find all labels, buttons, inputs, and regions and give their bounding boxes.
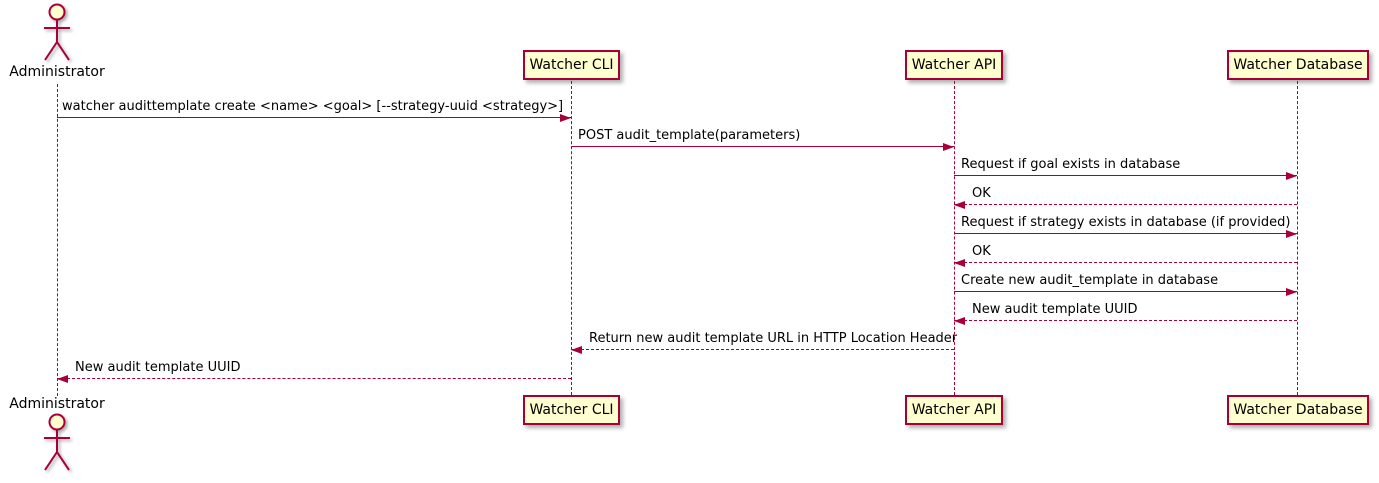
lifeline-watcher-cli [571,81,572,395]
actor-icon [44,3,70,61]
participant-label: Watcher API [911,402,997,418]
message-request-strategy-exists: Request if strategy exists in database (… [954,215,1297,238]
participant-label: Watcher Database [1233,57,1363,73]
participant-watcher-api-top: Watcher API [905,50,1003,80]
message-request-goal-exists: Request if goal exists in database [954,157,1297,180]
message-line [954,262,1297,263]
arrowhead [571,346,582,354]
actor-label: Administrator [9,396,105,412]
lifeline-watcher-database [1297,81,1298,395]
message-line [954,233,1297,234]
message-line [57,117,571,118]
message-label: OK [972,244,991,259]
message-line [954,320,1297,321]
arrowhead [954,201,965,209]
arrowhead [954,259,965,267]
participant-label: Watcher API [911,57,997,73]
message-line [954,175,1297,176]
arrowhead [943,143,954,151]
message-label: Return new audit template URL in HTTP Lo… [589,331,958,346]
participant-watcher-cli-top: Watcher CLI [523,50,620,80]
message-line [571,146,954,147]
message-label: POST audit_template(parameters) [578,128,801,143]
message-label: Request if goal exists in database [961,157,1181,172]
message-new-audit-template-uuid-db: New audit template UUID [954,302,1297,325]
arrowhead [1286,230,1297,238]
message-label: New audit template UUID [972,302,1138,317]
arrowhead [954,317,965,325]
message-line [954,291,1297,292]
participant-watcher-cli-bottom: Watcher CLI [523,395,620,425]
message-line [954,204,1297,205]
message-new-audit-template-uuid-cli: New audit template UUID [57,360,571,383]
message-label: Request if strategy exists in database (… [961,215,1291,230]
message-create-audittemplate: watcher audittemplate create <name> <goa… [57,99,571,122]
participant-watcher-database-bottom: Watcher Database [1227,395,1369,425]
arrowhead [1286,288,1297,296]
arrowhead [1286,172,1297,180]
lifeline-watcher-api [954,81,955,395]
message-line [571,349,954,350]
arrowhead [57,375,68,383]
participant-label: Watcher CLI [529,402,614,418]
arrowhead [560,114,571,122]
message-return-url-location-header: Return new audit template URL in HTTP Lo… [571,331,958,354]
message-label: watcher audittemplate create <name> <goa… [62,99,564,114]
participant-label: Watcher CLI [529,57,614,73]
participant-label: Watcher Database [1233,402,1363,418]
message-post-audit-template: POST audit_template(parameters) [571,128,954,151]
actor-administrator-bottom: Administrator [2,396,112,474]
message-create-audit-template-db: Create new audit_template in database [954,273,1297,296]
participant-watcher-database-top: Watcher Database [1227,50,1369,80]
message-line [57,378,571,379]
message-label: New audit template UUID [75,360,241,375]
participant-watcher-api-bottom: Watcher API [905,395,1003,425]
message-ok-goal: OK [954,186,1297,209]
actor-label: Administrator [9,64,105,80]
actor-administrator-top: Administrator [2,2,112,80]
message-label: Create new audit_template in database [961,273,1219,288]
actor-icon [44,413,70,471]
message-label: OK [972,186,991,201]
message-ok-strategy: OK [954,244,1297,267]
lifeline-administrator [57,84,58,396]
